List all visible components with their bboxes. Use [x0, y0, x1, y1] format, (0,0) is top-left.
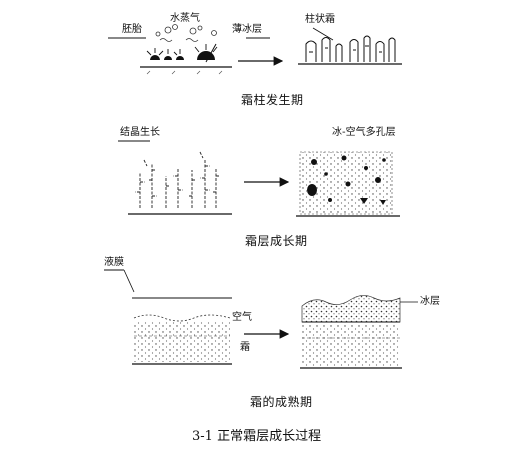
- label-liquid-film: 液膜: [104, 257, 124, 268]
- frost-nuclei: [150, 51, 215, 60]
- label-embryo: 胚胎: [122, 24, 142, 35]
- growing-crystals: [135, 151, 220, 208]
- stage3-right-panel: [300, 295, 418, 369]
- stage2-title: 霜层成长期: [245, 234, 308, 248]
- frost-columns: [305, 35, 396, 62]
- stage1-left-panel: [108, 24, 270, 75]
- stage3-title: 霜的成熟期: [250, 395, 313, 409]
- figure-caption: 3-1 正常霜层成长过程: [192, 429, 322, 444]
- label-thin-ice: 薄冰层: [232, 24, 262, 35]
- label-crystal-growth: 结晶生长: [120, 127, 160, 138]
- label-columnar-frost: 柱状霜: [305, 14, 335, 25]
- porous-top-layer: [301, 295, 401, 323]
- label-ice-layer: 冰层: [420, 296, 440, 307]
- label-air: 空气: [232, 312, 252, 323]
- air-pores: [307, 155, 386, 205]
- label-frost: 霜: [240, 342, 250, 353]
- stage2-left-panel: [118, 140, 232, 215]
- stage1-title: 霜柱发生期: [241, 93, 304, 107]
- air-boundary: [133, 314, 231, 322]
- nuclei-rays: [146, 44, 218, 56]
- ice-layer: [302, 324, 400, 366]
- stage1-right-panel: [298, 27, 402, 65]
- stage3-left-panel: [104, 269, 232, 365]
- frost-layer: [134, 322, 230, 362]
- label-vapor: 水蒸气: [170, 13, 200, 24]
- label-porous-layer: 冰-空气多孔层: [332, 127, 396, 138]
- stage2-right-panel: [296, 151, 400, 217]
- vapor-puffs: [155, 24, 217, 42]
